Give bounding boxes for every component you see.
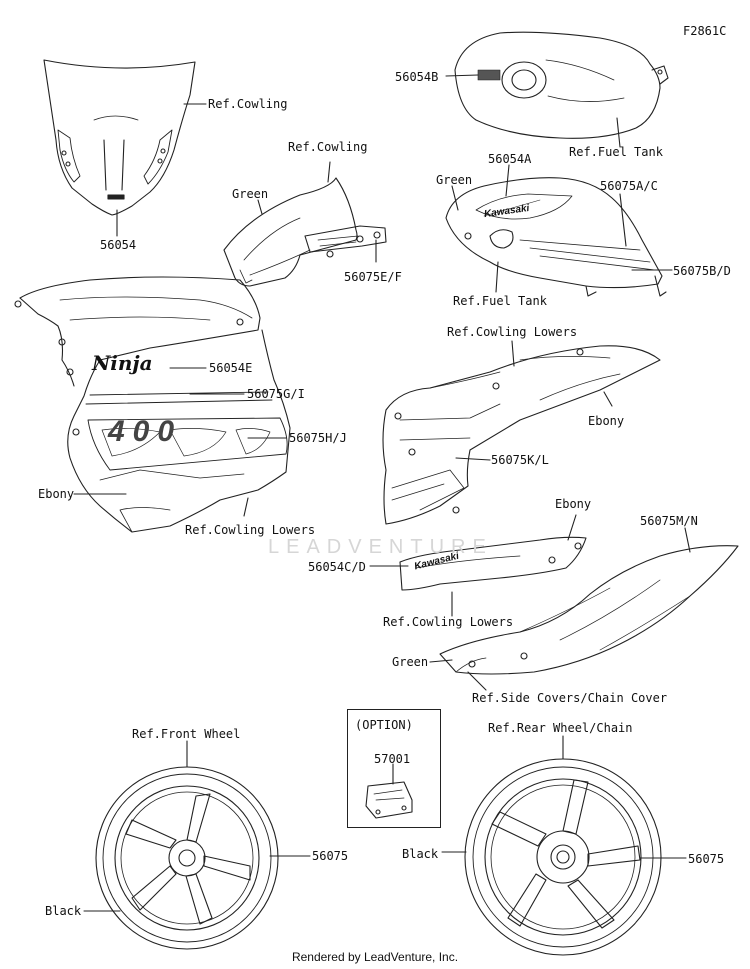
fuel-tank-drawing [454,31,669,139]
leader-line [429,659,453,663]
leader-line [567,514,577,541]
label-black-front-wheel: Black [45,904,82,918]
option-part-drawing [365,781,413,819]
label-ebony-side-cowl: Ebony [38,487,75,501]
leader-line [619,193,627,247]
label-black-rear-wheel: Black [402,847,439,861]
leader-line [603,391,613,407]
label-ref-fuel-tank-cover: Ref.Fuel Tank [453,294,547,308]
leader-line [445,74,479,77]
leader-line [684,527,691,553]
leader-line [257,199,263,215]
label-ref-fuel-tank-top: Ref.Fuel Tank [569,145,663,159]
part-number-56075-rear-wheel: 56075 [688,852,725,866]
leader-line [243,497,249,517]
leader-line [511,340,515,367]
part-number-56075gi: 56075G/I [247,387,305,401]
tank-cover-drawing [445,177,667,297]
label-ebony-lower-fairing: Ebony [555,497,592,511]
leader-line [327,161,331,183]
label-ref-front-wheel: Ref.Front Wheel [132,727,241,741]
leader-line [455,457,491,461]
part-number-56075mn: 56075M/N [640,514,698,528]
decal-400-text: 400 [108,415,183,448]
label-ref-cowling-windscreen: Ref.Cowling [208,97,288,111]
label-ref-cowling-upper: Ref.Cowling [288,140,368,154]
windscreen-drawing [43,59,196,216]
label-green-tail-cover: Green [392,655,429,669]
part-number-56075ac: 56075A/C [600,179,658,193]
option-title: (OPTION) [355,718,413,732]
part-number-56054cd: 56054C/D [308,560,366,574]
leader-line [451,185,459,211]
part-number-56075-front-wheel: 56075 [312,849,349,863]
footer-credit: Rendered by LeadVenture, Inc. [291,950,459,964]
label-ebony-cowling-lower: Ebony [588,414,625,428]
watermark-text: LEADVENTURE [268,536,493,558]
part-number-56075kl: 56075K/L [491,453,549,467]
part-number-56075hj: 56075H/J [289,431,347,445]
label-ref-cowling-lowers-left: Ref.Cowling Lowers [185,523,316,537]
front-wheel-drawing [95,766,279,950]
label-ref-rear-wheel: Ref.Rear Wheel/Chain [488,721,633,735]
part-number-56075ef: 56075E/F [344,270,402,284]
option-box [347,709,441,828]
leader-line [495,261,499,293]
label-green-tank-cover: Green [436,173,473,187]
lower-fairing-drawing [399,536,587,591]
cowling-lower-right-drawing [382,345,661,525]
label-ref-cowling-lowers-right: Ref.Cowling Lowers [447,325,578,339]
rear-wheel-drawing [464,758,662,956]
part-number-57001: 57001 [374,752,411,766]
label-green-upper-cowl: Green [232,187,269,201]
leader-line [505,164,510,197]
decal-ninja-text: Ninja [92,351,153,375]
side-cowl-drawing [14,276,291,533]
part-number-56075bd: 56075B/D [673,264,731,278]
upper-cowl-drawing [223,177,387,287]
label-ref-side-covers: Ref.Side Covers/Chain Cover [472,691,668,705]
figure-code: F2861C [683,24,727,38]
leader-line [467,671,487,691]
part-number-56054b: 56054B [395,70,439,84]
part-number-56054a: 56054A [488,152,532,166]
part-number-56054e: 56054E [209,361,253,375]
label-ref-cowling-lowers-bottom: Ref.Cowling Lowers [383,615,514,629]
leader-line [616,117,621,148]
tail-cover-drawing [439,545,739,675]
part-number-56054: 56054 [100,238,137,252]
